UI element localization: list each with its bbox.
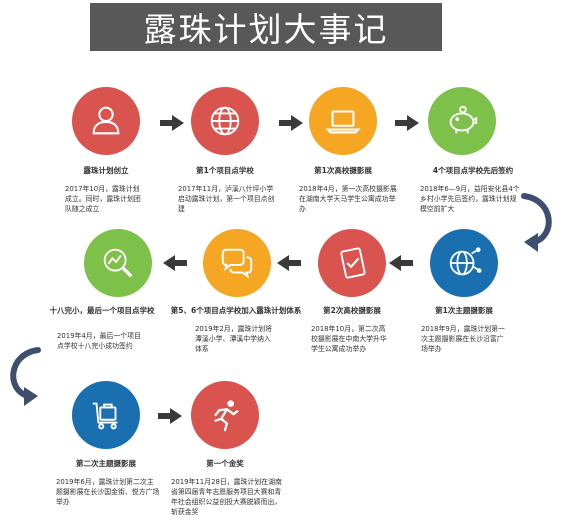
laptop-icon [325, 110, 361, 134]
milestone-8-title: 十八完小，最后一个项目点学校 [49, 306, 155, 315]
milestone-9-circle [72, 381, 140, 449]
milestone-8-circle [84, 229, 152, 297]
person-icon [92, 106, 120, 135]
curved-arrow-left [10, 347, 41, 406]
milestone-6-circle [318, 229, 386, 297]
milestone-2-circle [191, 87, 259, 155]
milestone-4-title: 4个项目点学校先后签约 [432, 166, 514, 175]
milestone-3-title: 第1次高校摄影展 [314, 166, 372, 175]
milestone-9-desc: 2019年6月，露珠计划第二次主题摄影展在长沙国金街、悦方广场举办 [56, 478, 160, 506]
milestone-10-circle [191, 381, 259, 449]
milestone-7-title: 第5、6个项目点学校加入露珠计划体系 [170, 306, 302, 315]
left-arrow-3 [163, 255, 187, 271]
magnifier-chart-icon [103, 248, 133, 278]
milestone-1-title: 露珠计划创立 [83, 166, 129, 175]
milestone-7-desc: 2019年2月，露珠计划将潭溪小学、潭溪中学纳入体系 [195, 325, 273, 353]
milestone-10-title: 第一个金奖 [206, 459, 244, 468]
running-man-icon [214, 400, 239, 432]
milestone-3-desc: 2018年4月，第一次高校摄影展在湖南大学天马学生公寓成功举办 [299, 185, 397, 213]
milestone-6-title: 第2次高校摄影展 [323, 306, 381, 315]
milestone-1-desc: 2017年10月，露珠计划成立。同时，露珠计划团队随之成立 [65, 185, 141, 213]
milestone-10-desc: 2019年11月28日，露珠计划在湖南省第四届青年志愿服务项目大赛和青年社会组织… [171, 478, 282, 516]
chat-bubbles-icon [221, 248, 253, 279]
milestone-3-circle [309, 87, 377, 155]
luggage-cart-icon [92, 402, 118, 430]
milestone-4-circle [428, 87, 496, 155]
title-banner: 露珠计划大事记 [90, 3, 442, 51]
globe-icon [210, 106, 240, 136]
milestone-6-desc: 2018年10月，第二次高校摄影展在中南大学升华学生公寓成功举办 [311, 325, 387, 353]
milestone-5-title: 第1次主题摄影展 [435, 306, 493, 315]
right-arrow-4 [158, 408, 182, 424]
left-arrow-2 [277, 255, 301, 271]
milestone-5-circle [430, 229, 498, 297]
milestone-8-desc: 2019年4月，最后一个项目点学校十八完小成功签约 [57, 332, 141, 350]
milestone-5-desc: 2018年9月，露珠计划第一次主题摄影展在长沙沿富广场举办 [421, 325, 505, 353]
curved-arrow-right [521, 193, 552, 252]
piggy-bank-icon [449, 105, 478, 134]
milestone-9-title: 第二次主题摄影展 [76, 459, 136, 468]
page-title: 露珠计划大事记 [143, 10, 389, 49]
right-arrow-1 [160, 115, 184, 131]
milestone-1-circle [72, 87, 140, 155]
milestone-2-desc: 2017年11月，泸溪八什坪小学启动露珠计划，第一个项目点创建 [178, 185, 275, 213]
right-arrow-2 [279, 115, 303, 131]
left-arrow-1 [389, 255, 413, 271]
milestone-4-desc: 2018年6—9月，益阳安化县4个乡村小学先后签约，露珠计划规模空前扩大 [420, 185, 520, 213]
right-arrow-3 [395, 115, 419, 131]
milestone-2-title: 第1个项目点学校 [196, 166, 254, 175]
milestone-7-circle [203, 229, 271, 297]
tablet-icon [340, 247, 366, 279]
globe-network-icon [449, 247, 482, 276]
